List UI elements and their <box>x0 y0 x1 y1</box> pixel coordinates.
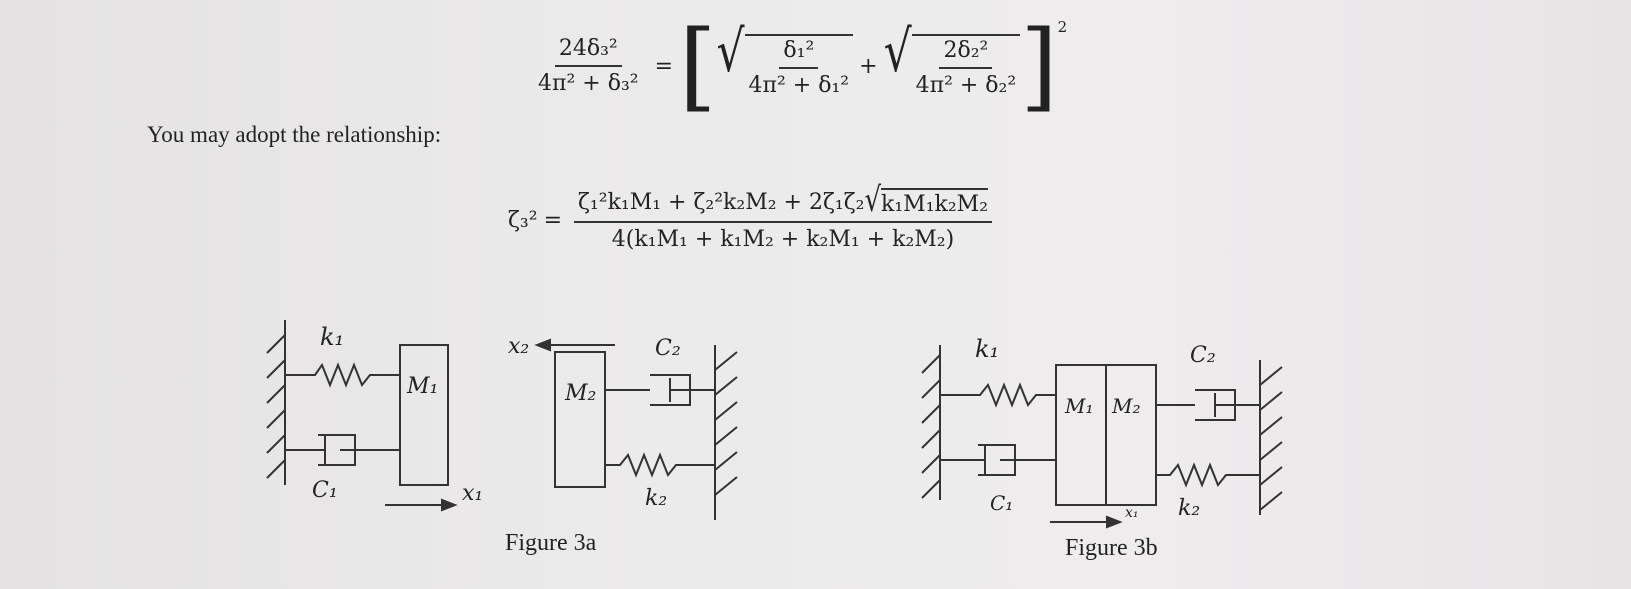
term2-denominator: 4π² + δ₂² <box>915 73 1017 98</box>
wall-hatch <box>714 351 738 496</box>
lhs-numerator: 24δ₃² <box>554 36 622 67</box>
left-bracket: [ <box>679 10 717 122</box>
radical-icon: √ <box>883 19 912 86</box>
sqrt-term-1: √ δ₁² 4π² + δ₁² <box>716 24 854 98</box>
damper-c1 <box>285 434 400 466</box>
lhs-denominator: 4π² + δ₃² <box>538 71 639 96</box>
wall-hatch <box>1259 366 1283 511</box>
label-x1: x₁ <box>1125 505 1139 521</box>
mass-m2 <box>1105 364 1157 506</box>
equals-sign: = <box>543 207 562 233</box>
label-m1: M₁ <box>406 374 438 399</box>
label-k2: k₂ <box>645 486 667 511</box>
right-bracket: ] <box>1020 10 1058 122</box>
term1-numerator: δ₁² <box>779 38 819 69</box>
label-x2: x₂ <box>508 334 529 359</box>
equation-zeta-relation: ζ₃² = ζ₁²k₁M₁ + ζ₂²k₂M₂ + 2ζ₁ζ₂ √ k₁M₁k₂… <box>508 184 998 252</box>
spring-k1 <box>940 382 1056 408</box>
radical-icon: √ <box>864 181 882 221</box>
radical-icon: √ <box>716 19 745 86</box>
sqrt-term-2: √ 2δ₂² 4π² + δ₂² <box>884 24 1021 98</box>
outer-power: 2 <box>1057 18 1068 36</box>
arrow-head <box>441 498 458 512</box>
label-k1: k₁ <box>975 335 999 363</box>
numerator-sqrt: √ k₁M₁k₂M₂ <box>864 184 989 217</box>
equation-delta-relation: 24δ₃² 4π² + δ₃² = [ √ δ₁² 4π² + δ₁² + √ … <box>528 18 1067 114</box>
label-c2: C₂ <box>655 336 681 361</box>
zeta-fraction: ζ₁²k₁M₁ + ζ₂²k₂M₂ + 2ζ₁ζ₂ √ k₁M₁k₂M₂ 4(k… <box>574 184 993 252</box>
spring-k1 <box>285 362 400 388</box>
mass-m1 <box>1055 364 1107 506</box>
wall-hatch <box>921 354 941 499</box>
mass-m2 <box>554 351 606 488</box>
numerator-text: ζ₁²k₁M₁ + ζ₂²k₂M₂ + 2ζ₁ζ₂ <box>578 190 865 215</box>
arrow-head <box>1106 515 1123 529</box>
label-c1: C₁ <box>990 491 1013 515</box>
arrow-head <box>534 338 551 352</box>
figure-3a-diagram: k₁ M₁ C₁ x₁ x₂ C₂ M₂ k₂ <box>266 320 738 520</box>
label-m2: M₂ <box>564 381 596 406</box>
label-c2: C₂ <box>1190 343 1216 368</box>
zeta-numerator: ζ₁²k₁M₁ + ζ₂²k₂M₂ + 2ζ₁ζ₂ √ k₁M₁k₂M₂ <box>574 184 993 223</box>
figure-3a-caption: Figure 3a <box>505 530 597 556</box>
spring-k2 <box>1156 462 1260 488</box>
damper-c1 <box>940 444 1056 476</box>
damper-c2 <box>605 374 715 406</box>
label-m1: M₁ <box>1064 394 1094 418</box>
zeta-denominator: 4(k₁M₁ + k₁M₂ + k₂M₁ + k₂M₂) <box>611 227 955 252</box>
label-c1: C₁ <box>312 478 338 503</box>
wall-hatch <box>266 334 286 479</box>
label-m2: M₂ <box>1111 394 1141 418</box>
figure-3b-diagram: k₁ M₁ M₂ C₁ C₂ x₁ k₂ <box>921 335 1283 529</box>
lhs-fraction: 24δ₃² 4π² + δ₃² <box>534 36 643 96</box>
numerator-root: k₁M₁k₂M₂ <box>881 188 989 217</box>
equals-sign: = <box>654 53 674 79</box>
mass-m1 <box>399 344 449 486</box>
plus-sign: + <box>859 53 878 79</box>
intro-text: You may adopt the relationship: <box>147 122 442 147</box>
label-k1: k₁ <box>320 323 344 351</box>
zeta3-squared: ζ₃² <box>508 207 538 233</box>
label-x1: x₁ <box>462 481 483 506</box>
term1-denominator: 4π² + δ₁² <box>748 73 850 98</box>
figure-3b-caption: Figure 3b <box>1065 535 1158 561</box>
term2-numerator: 2δ₂² <box>939 38 993 69</box>
spring-k2 <box>605 452 715 478</box>
damper-c2 <box>1156 389 1260 421</box>
label-k2: k₂ <box>1178 496 1200 521</box>
